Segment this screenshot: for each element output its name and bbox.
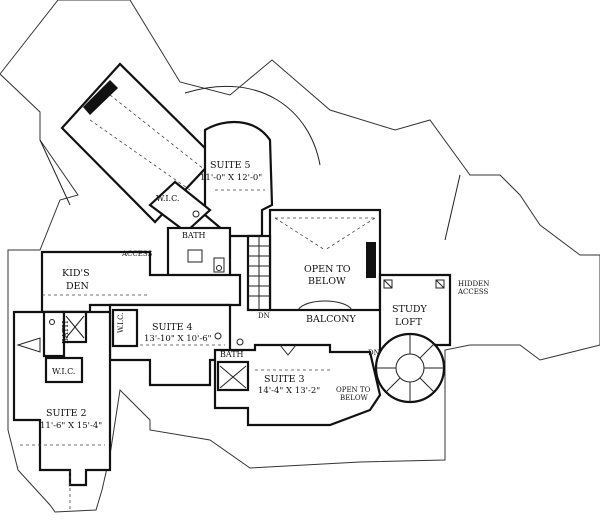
suite-2-dims: 11'-6" X 15'-4" (40, 421, 102, 431)
open-to-below-main-line1: OPEN TO (304, 264, 351, 275)
wic-suite2-label: W.I.C. (52, 367, 75, 376)
bath-upper-label: BATH (182, 231, 206, 240)
bath-middle-label: BATH (220, 350, 244, 359)
access-label: ACCESS (121, 250, 153, 258)
open-to-below-block (268, 208, 382, 312)
staircase-left (246, 234, 272, 312)
suite-3-name: SUITE 3 (264, 374, 305, 385)
suite-5-dims: 11'-0" X 12'-0" (200, 173, 262, 183)
spiral-staircase (374, 332, 446, 404)
dn-stair-right-label: DN (368, 349, 380, 357)
room-labels: SUITE 5 11'-0" X 12'-0" W.I.C. BATH ACCE… (40, 160, 489, 431)
suite-4-room (108, 303, 232, 387)
bath-left-label: BATH (61, 320, 70, 344)
kids-den-line2: DEN (66, 281, 89, 292)
suite-2-name: SUITE 2 (46, 408, 87, 419)
suite-4-name: SUITE 4 (152, 322, 193, 333)
suite-3-room (213, 338, 382, 427)
suite-2-room (12, 310, 112, 510)
suite-3-dims: 14'-4" X 13'-2" (258, 386, 320, 396)
suite-5-name: SUITE 5 (210, 160, 251, 171)
dn-stair-left-label: DN (258, 312, 270, 320)
open-to-below-main-line2: BELOW (308, 276, 346, 287)
open-to-below-small-line2: BELOW (340, 394, 369, 402)
balcony-label: BALCONY (306, 314, 357, 325)
study-loft-line2: LOFT (395, 317, 423, 328)
hidden-access-line2: ACCESS (457, 288, 489, 296)
hidden-access-line1: HIDDEN (458, 280, 489, 288)
study-loft-line1: STUDY (392, 304, 427, 315)
wic-suite4-label: W.I.C. (117, 312, 125, 333)
open-to-below-small-line1: OPEN TO (336, 386, 371, 394)
suite-4-dims: 13'-10" X 10'-6" (144, 334, 212, 344)
kids-den-line1: KID'S (62, 268, 90, 279)
upper-wic-bath (148, 180, 232, 278)
wic-upper-label: W.I.C. (156, 194, 179, 203)
